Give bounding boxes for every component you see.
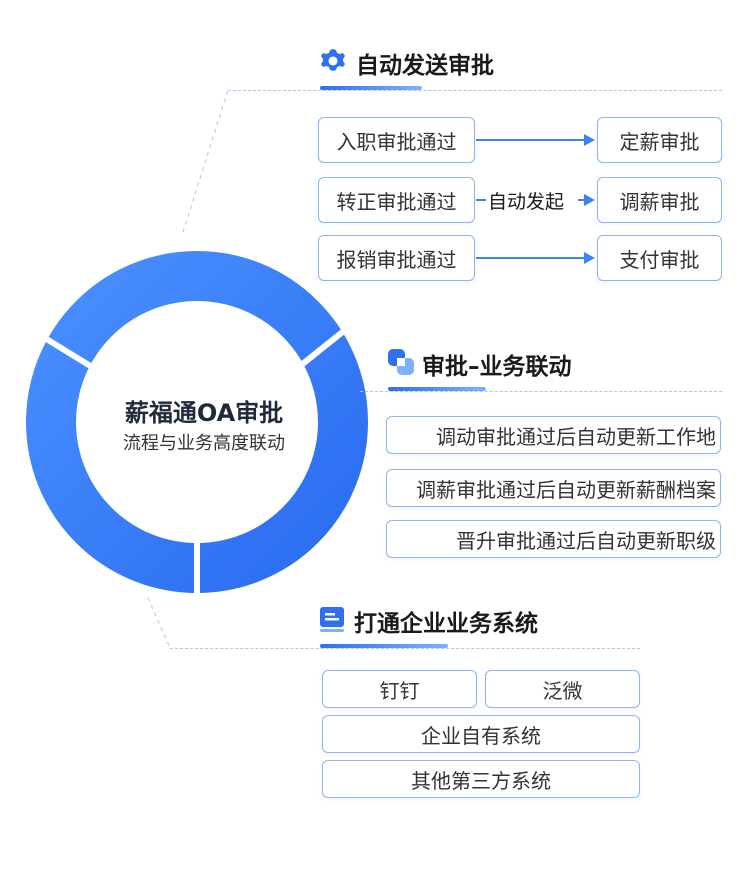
section-title-auto: 自动发送审批	[356, 53, 494, 79]
section-divider	[228, 90, 722, 91]
arrow-label: 自动发起	[488, 191, 565, 213]
auto-source-onboarding: 入职审批通过	[318, 117, 475, 163]
auto-source-regularization: 转正审批通过	[318, 177, 475, 223]
section-underline	[388, 387, 486, 391]
auto-source-reimbursement: 报销审批通过	[318, 235, 475, 281]
arrow-head	[584, 134, 595, 146]
link-icon	[388, 349, 414, 375]
ring-divider	[38, 332, 107, 378]
arrow	[476, 199, 486, 201]
section-underline	[320, 644, 448, 648]
arrow	[578, 199, 586, 201]
system-dingtalk: 钉钉	[322, 670, 477, 708]
section-underline	[320, 86, 422, 90]
section-divider	[360, 391, 722, 392]
center-subtitle: 流程与业务高度联动	[123, 433, 285, 454]
arrow	[476, 257, 586, 259]
ring-center	[77, 302, 317, 542]
gear-icon	[321, 49, 345, 71]
system-third-party: 其他第三方系统	[322, 760, 640, 798]
connector-line	[182, 89, 229, 233]
section-divider	[170, 648, 640, 649]
section-title-link: 审批–业务联动	[422, 354, 572, 380]
auto-target-payment: 支付审批	[597, 235, 722, 281]
system-weaver: 泛微	[485, 670, 640, 708]
arrow-head	[584, 194, 595, 206]
link-item-promotion: 晋升审批通过后自动更新职级	[386, 520, 721, 558]
monitor-icon	[320, 607, 344, 632]
ring-divider	[293, 327, 347, 373]
auto-target-salary-adjust: 调薪审批	[597, 177, 722, 223]
arrow-head	[584, 252, 595, 264]
link-item-salary: 调薪审批通过后自动更新薪酬档案	[386, 469, 721, 507]
center-title: 薪福通OA审批	[124, 399, 284, 427]
auto-target-salary-set: 定薪审批	[597, 117, 722, 163]
connector-line	[147, 597, 171, 649]
system-in-house: 企业自有系统	[322, 715, 640, 753]
link-item-transfer: 调动审批通过后自动更新工作地	[386, 416, 721, 454]
arrow	[476, 139, 586, 141]
section-title-connect: 打通企业业务系统	[354, 611, 538, 637]
